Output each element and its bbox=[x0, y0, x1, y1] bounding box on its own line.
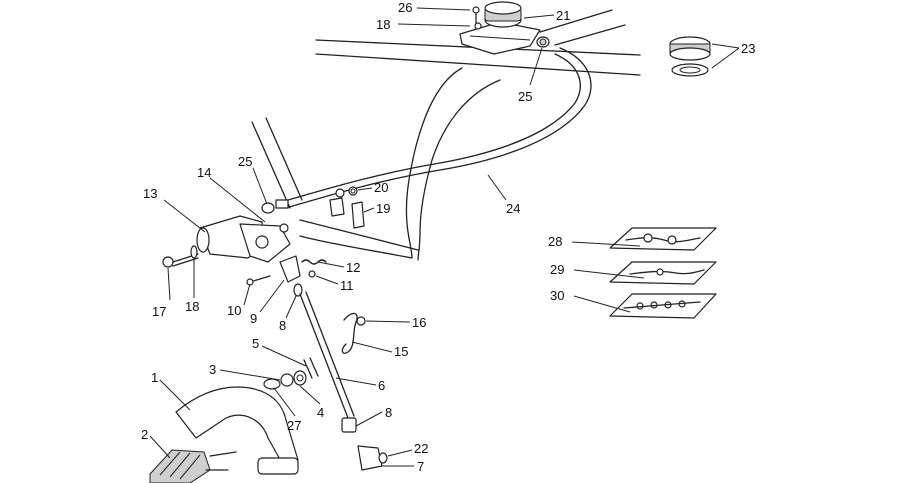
brackets-19-20 bbox=[329, 186, 365, 229]
leader-lines bbox=[149, 7, 740, 467]
callout-19: 19 bbox=[376, 201, 390, 216]
callout-20: 20 bbox=[374, 180, 388, 195]
callout-13: 13 bbox=[143, 186, 157, 201]
callout-5: 5 bbox=[252, 336, 259, 351]
callout-4: 4 bbox=[317, 405, 324, 420]
callout-9: 9 bbox=[250, 311, 257, 326]
reservoir-assembly bbox=[459, 1, 550, 55]
callout-18-left: 18 bbox=[185, 299, 199, 314]
callout-7: 7 bbox=[417, 459, 424, 474]
callout-28: 28 bbox=[548, 234, 562, 249]
pedal-rubber-2 bbox=[149, 449, 237, 483]
callout-10: 10 bbox=[227, 303, 241, 318]
callout-25-top: 25 bbox=[518, 89, 532, 104]
callout-16: 16 bbox=[412, 315, 426, 330]
callouts: 26 21 18 23 25 24 13 14 25 20 19 12 11 1… bbox=[141, 0, 755, 474]
callout-30: 30 bbox=[550, 288, 564, 303]
callout-21: 21 bbox=[556, 8, 570, 23]
callout-11: 11 bbox=[340, 278, 354, 293]
callout-25-left: 25 bbox=[238, 154, 252, 169]
callout-17: 17 bbox=[152, 304, 166, 319]
callout-26: 26 bbox=[398, 0, 412, 15]
callout-12: 12 bbox=[346, 260, 360, 275]
callout-8-low: 8 bbox=[385, 405, 392, 420]
brake-hose-24 bbox=[285, 47, 592, 209]
callout-15: 15 bbox=[394, 344, 408, 359]
callout-24: 24 bbox=[506, 201, 520, 216]
callout-3: 3 bbox=[209, 362, 216, 377]
master-cylinder-13 bbox=[162, 199, 291, 286]
callout-2: 2 bbox=[141, 427, 148, 442]
brake-pedal-1 bbox=[175, 370, 307, 475]
callout-6: 6 bbox=[378, 378, 385, 393]
callout-8-mid: 8 bbox=[279, 318, 286, 333]
callout-18-top: 18 bbox=[376, 17, 390, 32]
pushrod-assembly bbox=[279, 255, 388, 471]
hose-kit-29 bbox=[609, 261, 717, 285]
cap-23 bbox=[669, 36, 711, 77]
callout-14: 14 bbox=[197, 165, 211, 180]
callout-29: 29 bbox=[550, 262, 564, 277]
callout-27: 27 bbox=[287, 418, 301, 433]
callout-23: 23 bbox=[741, 41, 755, 56]
hose-kit-30 bbox=[609, 293, 717, 319]
callout-1: 1 bbox=[151, 370, 158, 385]
frame-tubes bbox=[251, 9, 641, 261]
callout-22: 22 bbox=[414, 441, 428, 456]
hose-kit-28 bbox=[609, 227, 717, 251]
